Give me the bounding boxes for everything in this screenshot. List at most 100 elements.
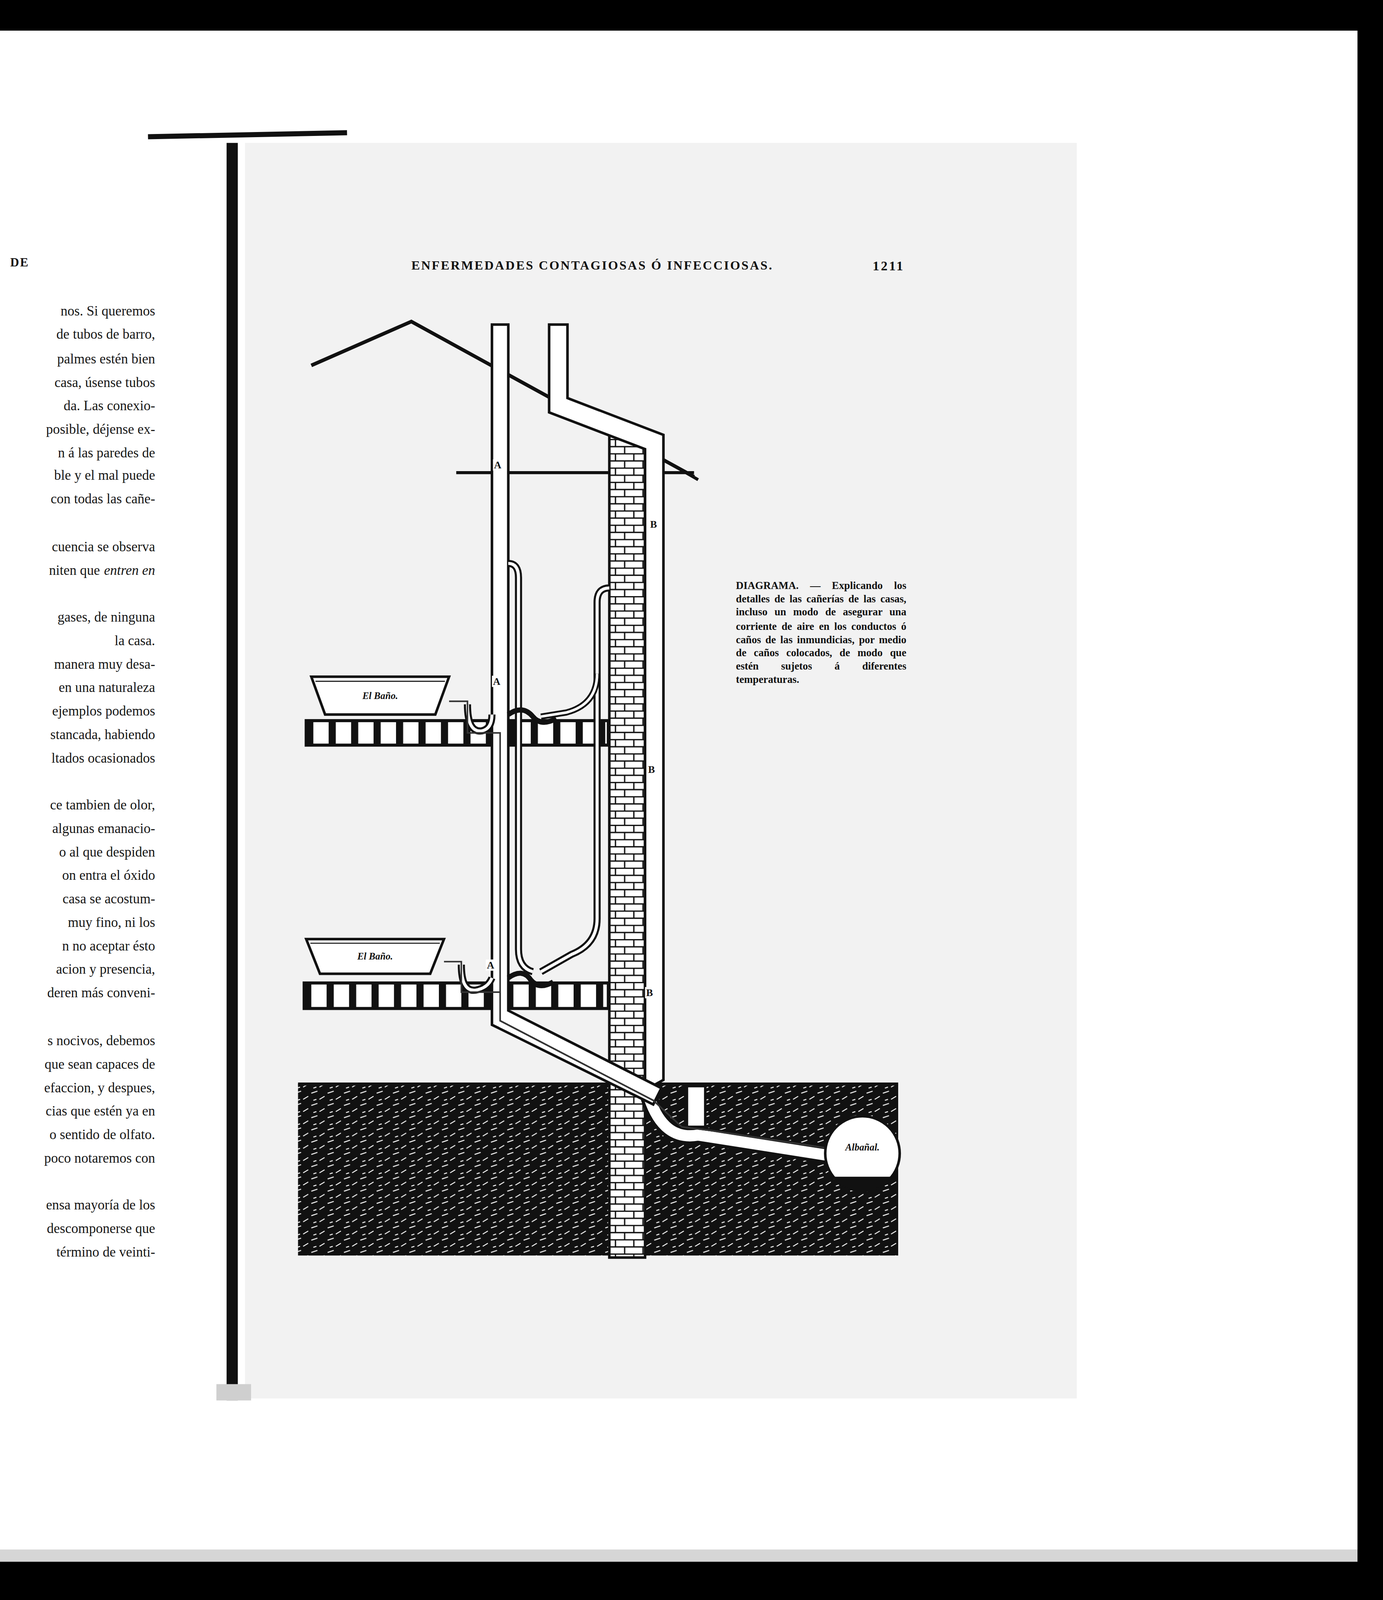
body-text-line: acion y presencia, [56, 960, 156, 978]
soil-pipe [491, 324, 662, 1105]
pipe-letter: A [486, 959, 496, 971]
body-text: de tubos de barro, [56, 326, 156, 342]
body-text: que sean capaces de [44, 1056, 155, 1072]
body-text-line: stancada, habiendo [50, 725, 156, 743]
body-text: ltados ocasionados [51, 750, 156, 766]
sewer-outline [825, 1116, 900, 1191]
body-text: poco notaremos con [44, 1150, 155, 1166]
body-text: muy fino, ni los [67, 914, 156, 930]
body-text-line: on entra el óxido [62, 866, 156, 885]
body-text: on entra el óxido [62, 867, 156, 883]
body-text: la casa. [114, 632, 156, 649]
body-text-line: término de veinti- [56, 1243, 156, 1261]
body-text: entren en [104, 562, 156, 578]
traps [467, 704, 492, 731]
pipe-letter: B [649, 518, 659, 531]
body-text: o sentido de olfato. [49, 1126, 156, 1143]
body-text-line: manera muy desa- [54, 655, 156, 673]
body-text: niten que [49, 562, 101, 578]
body-text: palmes estén bien [57, 351, 156, 367]
body-text: n á las paredes de [58, 445, 156, 461]
body-text: stancada, habiendo [50, 726, 156, 743]
body-text: casa, úsense tubos [54, 374, 156, 390]
bathtub-outline [311, 676, 450, 715]
scan-border [1357, 0, 1383, 1600]
body-text-line: ensa mayoría de los [45, 1196, 156, 1214]
body-text-line: n no aceptar ésto [62, 937, 156, 955]
pipe-letter: B [645, 986, 655, 999]
book-gutter [226, 143, 239, 1401]
body-text: ejemplos podemos [52, 703, 156, 719]
body-text: ensa mayoría de los [45, 1197, 156, 1213]
body-text-line: niten queentren en [49, 561, 156, 579]
ground-hatching [298, 1084, 899, 1256]
bathtub-label: El Baño. [362, 690, 399, 701]
drain-connector [443, 961, 824, 1148]
body-text: nos. Si queremos [60, 303, 156, 319]
fresh-air-inlet [686, 1085, 706, 1127]
body-text: posible, déjense ex- [45, 421, 156, 437]
body-text: en una naturaleza [58, 679, 155, 696]
body-text-line: da. Las conexio- [63, 397, 156, 415]
body-text: acion y presencia, [56, 961, 156, 977]
running-head: ENFERMEDADES CONTAGIOSAS Ó INFECCIOSAS. [411, 254, 774, 274]
body-text: término de veinti- [56, 1244, 156, 1260]
page-number: 1211 [872, 258, 905, 274]
body-text: algunas emanacio- [52, 820, 156, 837]
body-text: gases, de ninguna [57, 609, 155, 625]
vent-pipes [508, 563, 533, 972]
body-text-line: gases, de ninguna [57, 608, 155, 626]
body-text: con todas las cañe- [50, 491, 156, 507]
vent-pipes [508, 563, 533, 972]
bathtub-rim [310, 942, 441, 944]
running-head: ENFERMEDADES CONTAGIOSAS Ó INFECCIOSAS. [411, 258, 774, 273]
body-text: da. Las conexio- [63, 398, 156, 414]
sewer-main: Albañal. [823, 1114, 901, 1193]
body-text-line: s nocivos, debemos [47, 1031, 156, 1050]
body-text-line: que sean capaces de [44, 1055, 155, 1073]
sewer-label: Albañal. [845, 1142, 880, 1153]
body-text: o al que despiden [58, 843, 155, 860]
scan-border [0, 1549, 1383, 1562]
scan-border [0, 1561, 1383, 1600]
body-text-line: poco notaremos con [44, 1149, 155, 1167]
traps [461, 704, 557, 991]
scan-border [0, 0, 1383, 31]
body-text: cias que estén ya en [45, 1103, 155, 1119]
body-text-line: de tubos de barro, [56, 325, 156, 343]
body-text-line: posible, déjense ex- [45, 420, 156, 438]
pipe-letter: A [493, 459, 503, 471]
figure-caption: DIAGRAMA. — Explicando los detalles de l… [735, 578, 907, 687]
vent-pipes [541, 587, 610, 972]
body-text-line: ltados ocasionados [51, 749, 156, 767]
body-text-line: la casa. [114, 631, 156, 650]
body-text-line: muy fino, ni los [67, 913, 156, 931]
house-drain [649, 1097, 829, 1156]
body-text: cuencia se observa [51, 539, 156, 555]
floor-joists [306, 720, 609, 745]
pipe-letter: A [493, 454, 503, 473]
body-text-line: ejemplos podemos [52, 702, 156, 720]
pipe-letter: A [486, 954, 496, 973]
traps [467, 704, 492, 731]
body-text-line: palmes estén bien [57, 350, 156, 368]
vent-pipes [508, 563, 610, 972]
body-text: manera muy desa- [54, 656, 156, 672]
body-text: descomponerse que [46, 1220, 156, 1237]
body-text: casa se acostum- [62, 891, 156, 907]
vent-pipes [541, 673, 598, 717]
body-text: s nocivos, debemos [47, 1032, 156, 1049]
warm-vent-pipe [549, 324, 664, 1090]
body-text-line: descomponerse que [46, 1219, 156, 1237]
book-gutter [216, 1384, 252, 1401]
drain-connector [449, 701, 825, 1148]
pipe-letter: B [645, 981, 655, 1001]
bathtub-outline [306, 939, 444, 974]
floor-joists [304, 983, 609, 1009]
sewer-outline [823, 1114, 901, 1193]
vent-pipes [541, 673, 598, 717]
